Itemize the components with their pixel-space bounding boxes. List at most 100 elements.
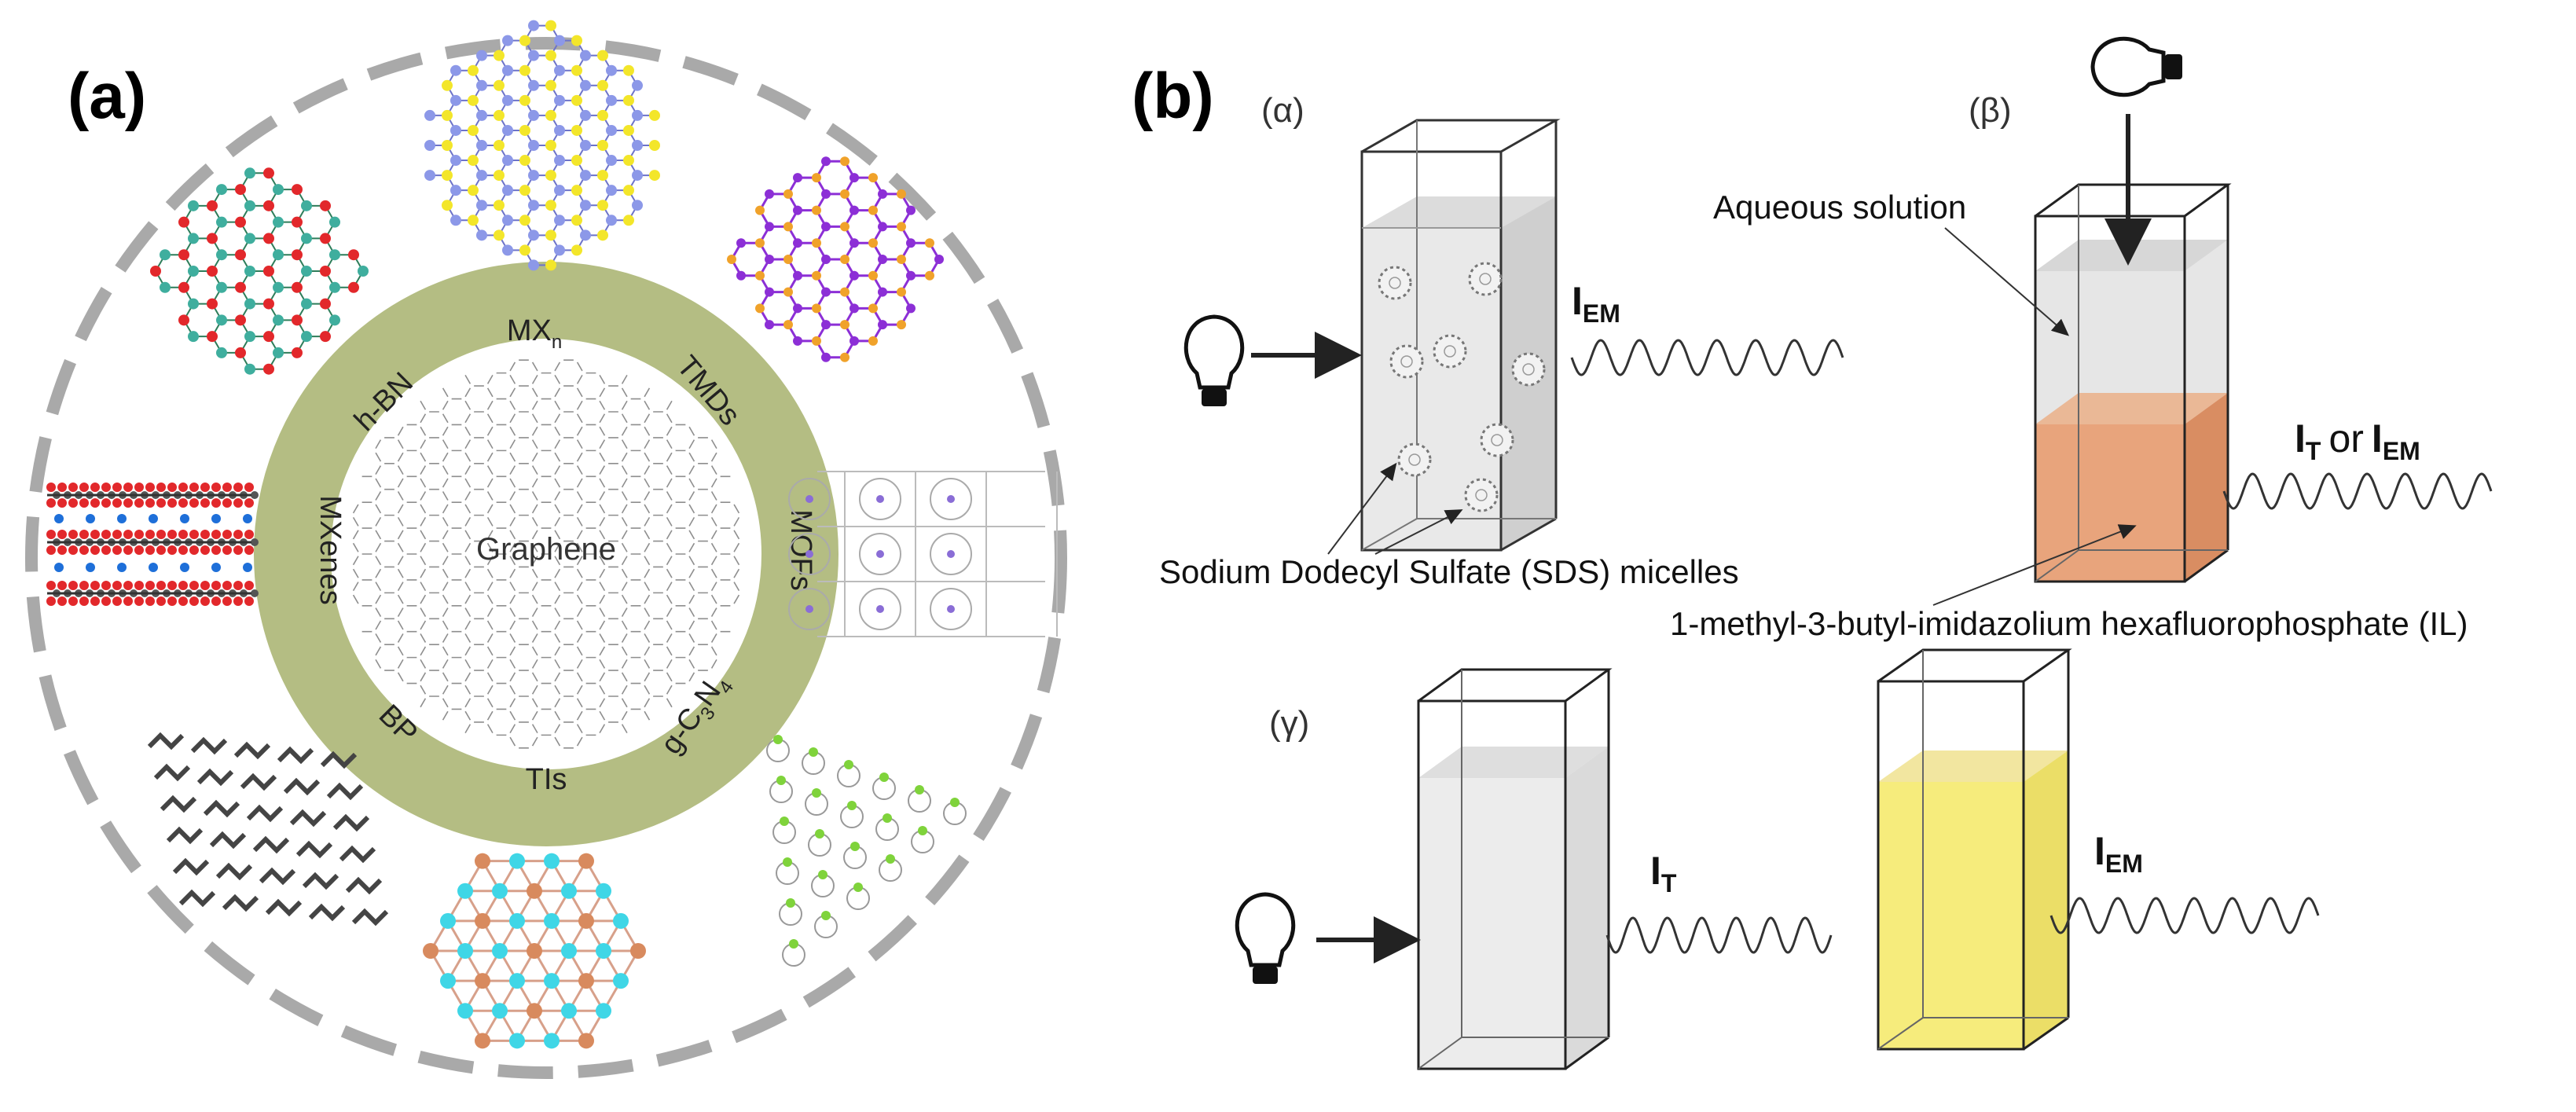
atom xyxy=(715,655,721,660)
bond xyxy=(246,804,284,823)
atom xyxy=(167,530,177,539)
atom xyxy=(648,590,654,596)
atom xyxy=(513,357,519,363)
atom xyxy=(506,525,512,531)
atom xyxy=(715,551,721,557)
atom xyxy=(211,581,221,590)
atom xyxy=(603,383,609,389)
atom xyxy=(876,550,884,558)
atom xyxy=(424,435,430,441)
atom xyxy=(222,483,232,492)
outer-dashed-circle xyxy=(25,37,1067,1079)
atom xyxy=(506,499,512,505)
atom xyxy=(573,745,579,751)
atom xyxy=(528,409,534,415)
atom xyxy=(558,590,564,596)
ring-label-tis: TIs xyxy=(526,763,567,796)
atom xyxy=(513,435,519,441)
atom xyxy=(519,35,530,46)
atom xyxy=(596,681,601,686)
atom xyxy=(812,205,821,215)
atom xyxy=(494,109,505,121)
bond xyxy=(289,809,327,828)
atom xyxy=(648,616,654,622)
bond xyxy=(147,732,185,751)
atom xyxy=(461,396,467,402)
atom xyxy=(580,170,591,182)
atom xyxy=(573,435,579,441)
atom xyxy=(357,577,362,583)
atom xyxy=(446,525,452,531)
atom xyxy=(200,483,210,492)
atom xyxy=(450,185,461,196)
atom xyxy=(90,596,100,606)
atom xyxy=(68,596,78,606)
atom xyxy=(263,298,274,310)
atom xyxy=(372,499,377,505)
atom xyxy=(167,498,177,508)
atom xyxy=(506,629,512,634)
atom xyxy=(468,641,475,648)
atom xyxy=(558,486,564,492)
atom xyxy=(707,616,714,622)
atom xyxy=(649,140,660,151)
atom xyxy=(379,590,385,596)
atom xyxy=(707,590,714,596)
atom xyxy=(519,215,530,226)
atom xyxy=(626,681,631,686)
atom xyxy=(483,564,490,570)
atom xyxy=(46,581,56,590)
atom xyxy=(46,596,56,606)
atom xyxy=(216,216,227,228)
atom xyxy=(821,222,831,232)
lightbulb-icon xyxy=(1235,892,1296,984)
atom xyxy=(662,486,669,492)
atom xyxy=(847,801,857,810)
atom xyxy=(86,563,95,572)
atom xyxy=(101,483,111,492)
atom xyxy=(513,719,519,725)
atom xyxy=(244,266,255,277)
atom xyxy=(897,320,906,330)
micelle xyxy=(1397,442,1432,477)
atom xyxy=(558,512,564,518)
atom xyxy=(244,596,254,606)
atom xyxy=(394,538,400,544)
atom xyxy=(207,298,218,310)
atom xyxy=(483,435,490,441)
atom xyxy=(613,973,629,989)
atom xyxy=(461,629,467,634)
atom xyxy=(402,655,407,660)
atom xyxy=(394,461,400,467)
atom xyxy=(571,185,582,196)
atom xyxy=(468,693,475,699)
atom xyxy=(528,693,534,699)
atom xyxy=(840,189,849,199)
atom xyxy=(606,155,617,167)
atom xyxy=(707,564,714,570)
bond xyxy=(345,876,383,895)
atom xyxy=(468,590,475,596)
atom xyxy=(402,525,407,531)
atom xyxy=(211,563,221,572)
atom xyxy=(596,551,601,557)
atom xyxy=(618,383,624,389)
atom xyxy=(112,498,122,508)
atom xyxy=(626,577,631,583)
atom xyxy=(156,483,166,492)
atom xyxy=(494,140,505,151)
atom xyxy=(558,409,564,415)
atom xyxy=(440,912,456,929)
atom xyxy=(491,732,497,738)
atom xyxy=(156,545,166,555)
atom xyxy=(416,681,422,686)
atom xyxy=(545,229,556,241)
atom xyxy=(509,912,525,929)
atom xyxy=(545,200,556,211)
atom xyxy=(670,706,676,712)
atom xyxy=(528,564,534,570)
atom xyxy=(145,483,155,492)
atom xyxy=(394,641,400,648)
atom xyxy=(468,564,475,570)
atom xyxy=(416,655,422,660)
